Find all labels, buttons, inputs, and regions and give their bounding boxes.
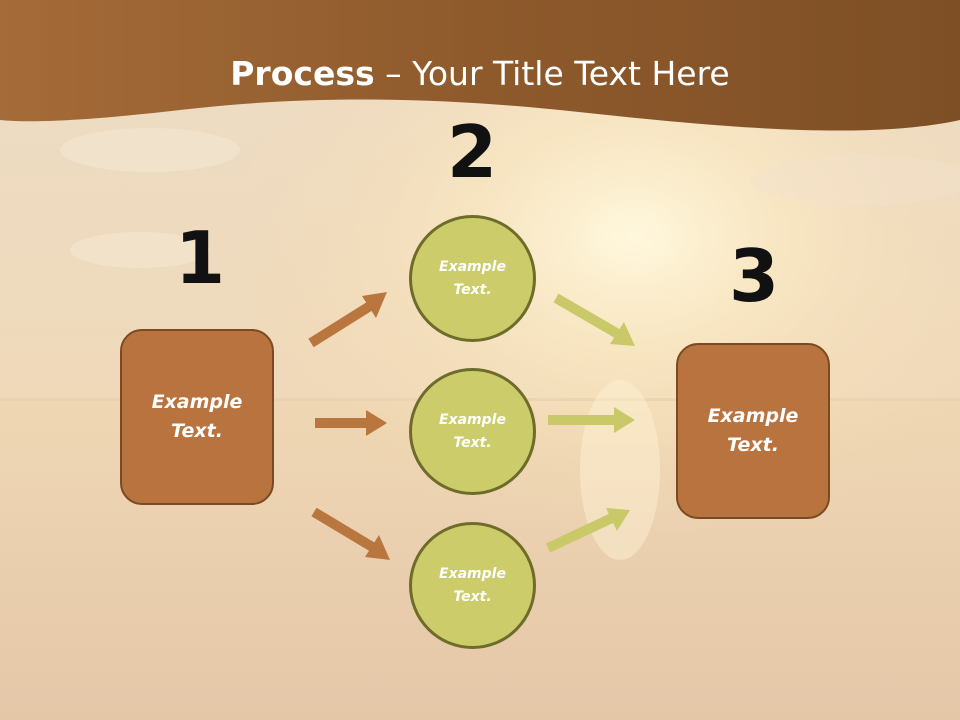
step-circle-bottom: Example Text. [409, 522, 536, 649]
title-bold: Process [230, 54, 375, 93]
step-circle-bottom-text: Example Text. [439, 565, 506, 605]
step-circle-top-text: Example Text. [439, 258, 506, 298]
step-number-1: 1 [174, 216, 226, 300]
slide-title: Process – Your Title Text Here [0, 52, 960, 96]
title-rest: – Your Title Text Here [374, 54, 730, 93]
step-box-1: Example Text. [120, 329, 274, 505]
step-circle-middle: Example Text. [409, 368, 536, 495]
step-number-2: 2 [446, 110, 498, 194]
step-box-3-text: Example Text. [707, 405, 799, 456]
arrow-1-to-top [308, 292, 387, 348]
step-number-3: 3 [728, 234, 780, 318]
arrow-middle-to-3 [548, 407, 635, 433]
arrow-1-to-bottom [311, 507, 390, 560]
step-box-1-text: Example Text. [151, 391, 243, 442]
arrow-bottom-to-3 [545, 508, 630, 553]
step-circle-top: Example Text. [409, 215, 536, 342]
step-circle-middle-text: Example Text. [439, 411, 506, 451]
arrow-top-to-3 [553, 293, 635, 346]
step-box-3: Example Text. [676, 343, 830, 519]
arrow-1-to-middle [315, 410, 387, 436]
